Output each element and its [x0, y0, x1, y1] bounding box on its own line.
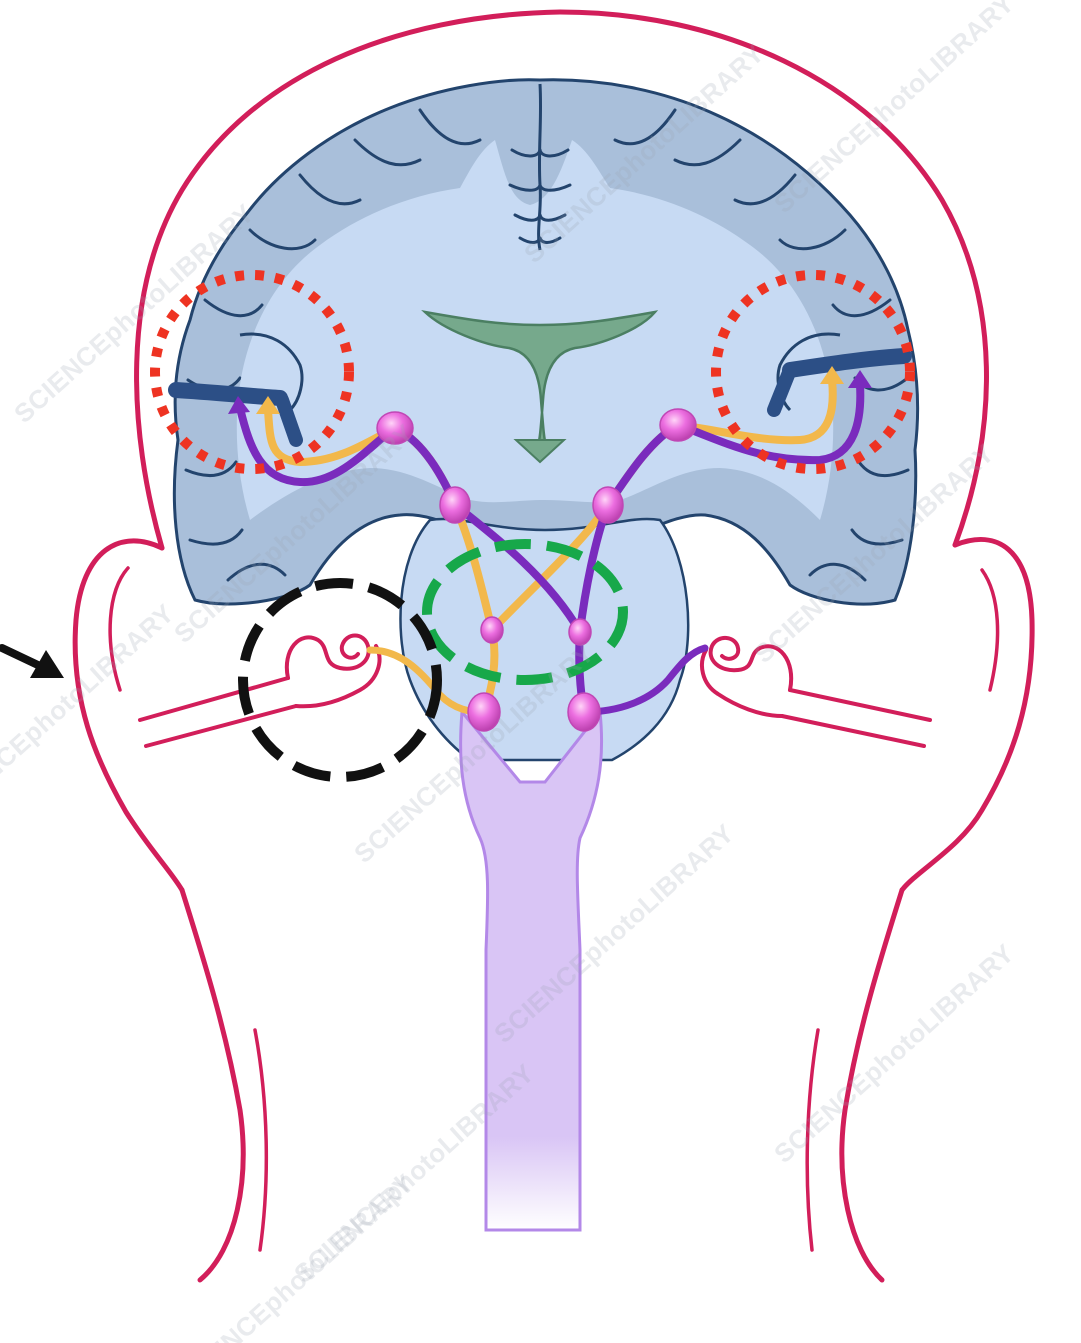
right-cochlear-nucleus	[568, 693, 600, 731]
left-midbrain-nucleus	[440, 487, 470, 523]
watermark-text: SCIENCEphotoLIBRARY	[768, 0, 1020, 219]
left-neck	[182, 890, 243, 1280]
watermark-text: SCIENCEphotoLIBRARY	[0, 598, 180, 829]
left-auditory-cortex-band	[176, 390, 280, 398]
right-ear-canal	[782, 690, 930, 746]
right-ear	[902, 540, 1032, 890]
left-pons-nucleus	[481, 617, 503, 643]
left-ear	[75, 541, 182, 890]
watermark-text: SCIENCEphotoLIBRARY	[768, 938, 1020, 1169]
watermark-text: SCIENCEphotoLIBRARY	[168, 1168, 420, 1343]
right-midbrain-nucleus	[593, 487, 623, 523]
left-jaw-line	[255, 1030, 266, 1250]
left-middle-ear	[287, 636, 369, 679]
pointer-arrow	[2, 648, 64, 678]
right-ear-inner	[982, 570, 998, 690]
left-ear-canal	[140, 678, 296, 746]
thalamus-midbrain	[400, 519, 688, 760]
pointer-arrow-shaft	[2, 648, 40, 666]
right-thalamic-nucleus	[660, 409, 696, 441]
